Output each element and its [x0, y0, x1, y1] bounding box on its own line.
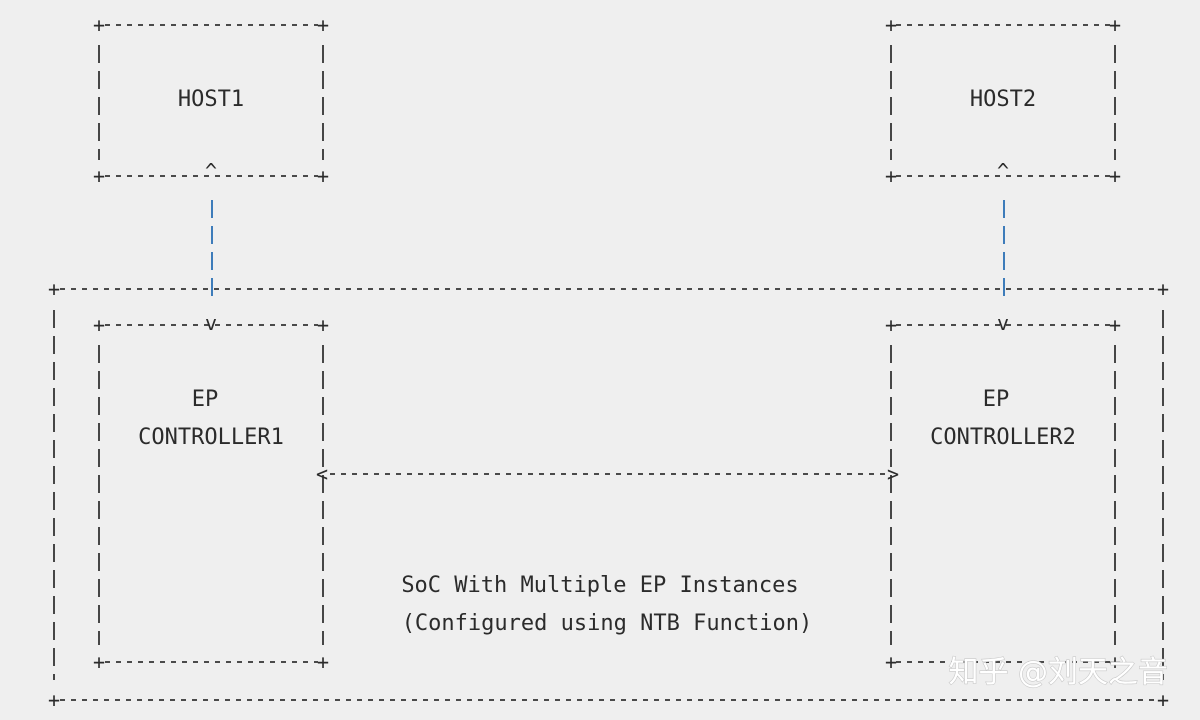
ep-controller1-box: + + + + v EP CONTROLLER1 [93, 311, 329, 674]
svg-text:+: + [93, 13, 105, 37]
svg-text:+: + [1157, 277, 1169, 301]
host2-label: HOST2 [970, 87, 1036, 112]
ep2-label-line2: CONTROLLER2 [930, 425, 1076, 450]
ep1-label-line1: EP [192, 387, 219, 412]
svg-text:+: + [1109, 13, 1121, 37]
host1-label: HOST1 [178, 87, 244, 112]
svg-text:+: + [317, 650, 329, 674]
ep1-down-marker: v [205, 311, 217, 335]
svg-text:+: + [885, 13, 897, 37]
ep2-down-marker: v [997, 311, 1009, 335]
svg-text:+: + [317, 313, 329, 337]
watermark-text: 知乎 @刘天之音 [948, 655, 1168, 690]
svg-text:+: + [93, 164, 105, 188]
soc-box: + + + + [48, 277, 1169, 712]
svg-text:+: + [1109, 164, 1121, 188]
arrow-left-head: < [316, 462, 328, 486]
soc-label-line1: SoC With Multiple EP Instances [401, 573, 798, 598]
host2-box: + + + + ^ HOST2 [885, 13, 1121, 188]
svg-text:+: + [885, 313, 897, 337]
svg-text:+: + [48, 688, 60, 712]
svg-text:+: + [1157, 688, 1169, 712]
soc-label-line2: (Configured using NTB Function) [402, 611, 813, 636]
host2-up-marker: ^ [997, 159, 1009, 183]
svg-text:+: + [885, 650, 897, 674]
ep2-label-line1: EP [983, 387, 1010, 412]
svg-text:+: + [93, 650, 105, 674]
svg-text:+: + [1109, 650, 1121, 674]
host1-box: + + + + ^ HOST1 [93, 13, 329, 188]
host1-up-marker: ^ [205, 159, 217, 183]
ep1-label-line2: CONTROLLER1 [138, 425, 284, 450]
arrow-right-head: > [887, 462, 899, 486]
svg-text:+: + [885, 164, 897, 188]
svg-text:+: + [317, 13, 329, 37]
ntb-link-arrow: < > [316, 462, 899, 486]
svg-text:+: + [48, 277, 60, 301]
svg-text:+: + [317, 164, 329, 188]
svg-text:+: + [1109, 313, 1121, 337]
svg-text:+: + [93, 313, 105, 337]
ep-controller2-box: + + + + v EP CONTROLLER2 [885, 311, 1121, 674]
